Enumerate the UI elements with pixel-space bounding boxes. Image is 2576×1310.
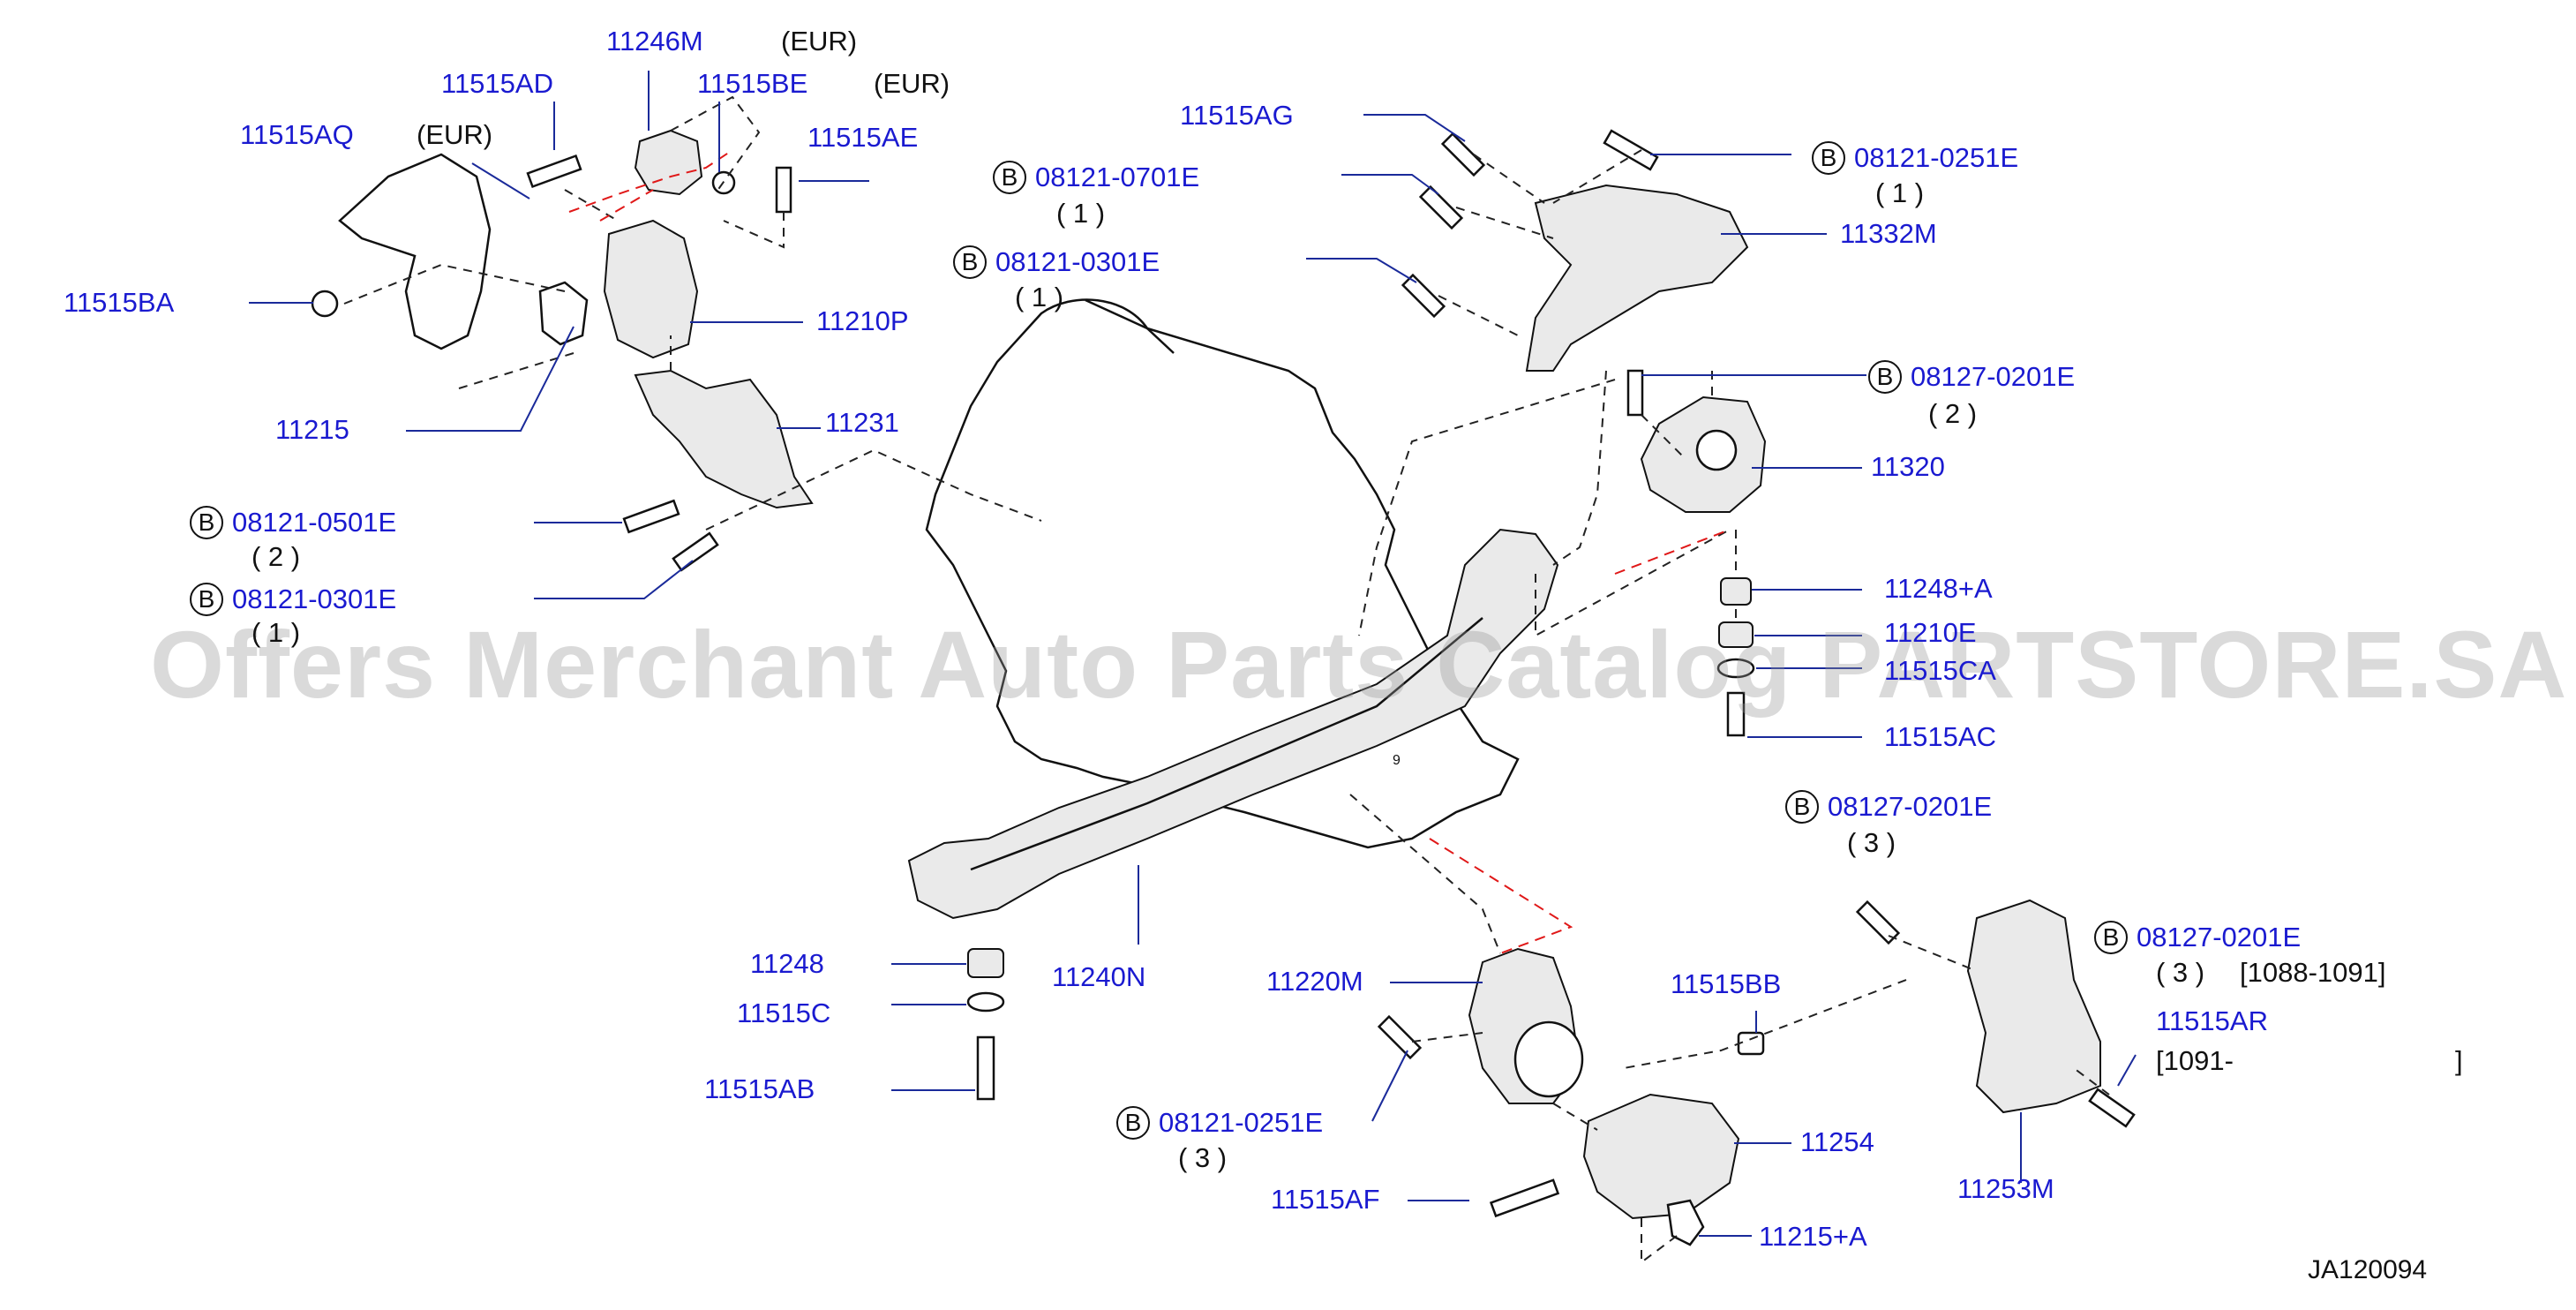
label-11210P[interactable]: 11210P [816, 305, 909, 336]
label-11515AG[interactable]: 11515AG [1180, 100, 1294, 131]
washer-11515CA [1716, 658, 1755, 679]
label-11220M[interactable]: 11220M [1266, 966, 1363, 997]
label-11515AR[interactable]: 11515AR [2156, 1005, 2268, 1036]
bracket-11515AQ [338, 153, 492, 350]
code-c1[interactable]: B 08121-0701E [993, 161, 1199, 194]
leader-c6 [534, 560, 694, 599]
code-c2-text: 08121-0301E [995, 246, 1160, 277]
leader-c2 [1306, 258, 1417, 283]
insulator-11248A [1720, 577, 1752, 606]
label-11215A[interactable]: 11215+A [1759, 1221, 1867, 1252]
label-11515BA[interactable]: 11515BA [64, 287, 175, 318]
diagram-id: JA120094 [2308, 1255, 2428, 1284]
range-c8: [1088-1091] [2240, 957, 2386, 988]
leader-11215 [406, 326, 575, 432]
bolt-11515AB [976, 1035, 995, 1101]
code-c6[interactable]: B 08121-0301E [190, 583, 396, 616]
b-badge: B [953, 245, 987, 279]
stopper-11215 [538, 281, 589, 346]
label-11320[interactable]: 11320 [1871, 451, 1945, 482]
code-c4-text: 08127-0201E [1911, 361, 2076, 392]
label-11210E[interactable]: 11210E [1884, 617, 1977, 648]
qty-c4: ( 2 ) [1928, 398, 1978, 429]
qty-c1: ( 1 ) [1056, 198, 1106, 229]
watermark: Offers Merchant Auto Parts Catalog PARTS… [150, 611, 2568, 718]
code-c8[interactable]: B 08127-0201E [2094, 921, 2301, 954]
label-11515AD[interactable]: 11515AD [441, 68, 553, 99]
label-11253M[interactable]: 11253M [1957, 1173, 2054, 1204]
range-end-11515AR: ] [2455, 1045, 2463, 1076]
label-11215[interactable]: 11215 [275, 414, 349, 445]
bolt-11515AC [1726, 691, 1746, 737]
label-11515AE[interactable]: 11515AE [807, 122, 919, 153]
code-c3[interactable]: B 08121-0251E [1812, 141, 2018, 175]
bracket-11254 [1582, 1093, 1740, 1220]
code-c4[interactable]: B 08127-0201E [1868, 360, 2075, 394]
leader-c8 [2117, 1054, 2137, 1087]
insulator-11210E [1718, 621, 1754, 648]
label-11515C[interactable]: 11515C [737, 998, 831, 1028]
label-11515AQ[interactable]: 11515AQ [240, 119, 354, 150]
label-11515CA[interactable]: 11515CA [1884, 655, 1996, 686]
note-11246M: (EUR) [781, 26, 858, 56]
b-badge: B [1116, 1106, 1150, 1140]
qty-c6: ( 1 ) [252, 617, 301, 648]
qty-c7: ( 3 ) [1847, 827, 1896, 858]
b-badge: B [1812, 141, 1845, 175]
bracket-11332M [1525, 184, 1749, 372]
label-11248[interactable]: 11248 [750, 948, 824, 979]
label-11515BE[interactable]: 11515BE [697, 68, 808, 99]
insulator-11246M [634, 129, 703, 196]
code-c9-text: 08121-0251E [1159, 1107, 1324, 1138]
label-11240N[interactable]: 11240N [1052, 961, 1146, 992]
b-badge: B [190, 506, 223, 539]
crossmember-11240N [907, 528, 1559, 920]
b-badge: B [1868, 360, 1902, 394]
code-c5[interactable]: B 08121-0501E [190, 506, 396, 539]
qty-c3: ( 1 ) [1875, 177, 1925, 208]
label-11231[interactable]: 11231 [825, 407, 899, 438]
range-11515AR: [1091- [2156, 1045, 2234, 1076]
leader-c9 [1371, 1050, 1408, 1122]
label-11248A[interactable]: 11248+A [1884, 573, 1993, 604]
qty-c8: ( 3 ) [2156, 957, 2205, 988]
qty-c5: ( 2 ) [252, 541, 301, 572]
label-11246M[interactable]: 11246M [606, 26, 703, 56]
note-11515BE: (EUR) [874, 68, 950, 99]
qty-c2: ( 1 ) [1015, 282, 1064, 312]
code-c2[interactable]: B 08121-0301E [953, 245, 1160, 279]
leader-c1 [1341, 174, 1439, 195]
stopper-11215A [1666, 1199, 1705, 1246]
code-c3-text: 08121-0251E [1854, 142, 2019, 173]
label-11515AF[interactable]: 11515AF [1271, 1184, 1380, 1215]
label-11515AC[interactable]: 11515AC [1884, 721, 1996, 752]
b-badge: B [993, 161, 1026, 194]
b-badge: B [2094, 921, 2128, 954]
code-c9[interactable]: B 08121-0251E [1116, 1106, 1323, 1140]
note-11515AQ: (EUR) [417, 119, 493, 150]
b-badge: B [190, 583, 223, 616]
insulator-11210P [603, 219, 699, 359]
bracket-11231 [634, 369, 814, 509]
leader-11515AQ [471, 162, 530, 200]
b-badge: B [1785, 790, 1819, 824]
leader-11515AG [1363, 114, 1466, 142]
code-c7-text: 08127-0201E [1828, 791, 1993, 822]
insulator-11248 [967, 948, 1004, 978]
marker-9: 9 [1393, 753, 1401, 768]
qty-c9: ( 3 ) [1178, 1142, 1228, 1173]
washer-11515C [966, 991, 1005, 1013]
code-c7[interactable]: B 08127-0201E [1785, 790, 1992, 824]
code-c5-text: 08121-0501E [232, 507, 397, 538]
label-11254[interactable]: 11254 [1800, 1126, 1874, 1157]
label-11332M[interactable]: 11332M [1840, 218, 1937, 249]
code-c6-text: 08121-0301E [232, 583, 397, 614]
bracket-11253M [1966, 899, 2101, 1114]
label-11515BB[interactable]: 11515BB [1671, 968, 1782, 999]
label-11515AB[interactable]: 11515AB [704, 1073, 815, 1104]
code-c8-text: 08127-0201E [2137, 922, 2302, 952]
code-c1-text: 08121-0701E [1035, 162, 1200, 192]
